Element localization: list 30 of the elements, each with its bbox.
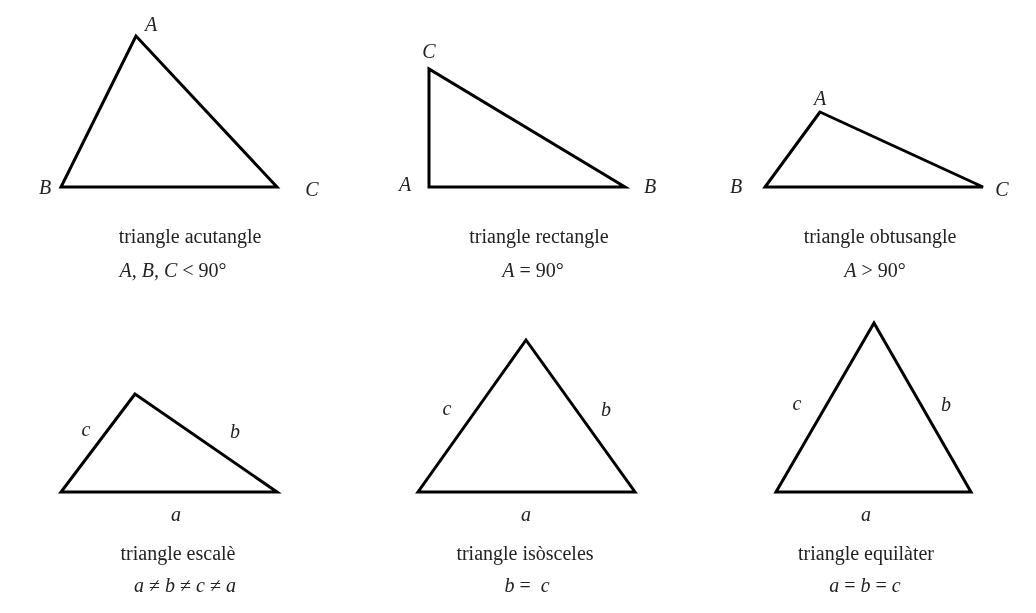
side-label: a bbox=[171, 503, 181, 525]
triangle-name: triangle escalè bbox=[120, 542, 236, 564]
side-label: c bbox=[81, 418, 91, 440]
vertex-label: C bbox=[422, 40, 436, 62]
angle-condition: A > 90° bbox=[844, 259, 906, 281]
triangle-name: triangle obtusangle bbox=[803, 225, 957, 247]
triangle-name: triangle acutangle bbox=[118, 225, 262, 247]
side-label: b bbox=[230, 420, 240, 442]
side-label: c bbox=[792, 392, 802, 414]
vertex-label: A bbox=[813, 87, 827, 109]
side-condition: a = b = c bbox=[829, 574, 901, 596]
side-condition: a ≠ b ≠ c ≠ a bbox=[134, 574, 236, 596]
triangle-name: triangle rectangle bbox=[469, 225, 609, 247]
vertex-label: B bbox=[643, 175, 657, 197]
angle-condition: A = 90° bbox=[502, 259, 564, 281]
side-label: b bbox=[941, 393, 951, 415]
side-label: a bbox=[861, 503, 871, 525]
vertex-label: C bbox=[995, 178, 1009, 200]
side-label: a bbox=[521, 503, 531, 525]
triangle-name: triangle isòsceles bbox=[456, 542, 594, 564]
vertex-label: B bbox=[38, 176, 52, 198]
vertex-label: A bbox=[144, 13, 158, 35]
triangle-name: triangle equilàter bbox=[798, 542, 934, 564]
vertex-label: B bbox=[729, 175, 743, 197]
side-label: b bbox=[601, 398, 611, 420]
side-condition: b = c bbox=[504, 574, 550, 596]
side-label: c bbox=[442, 397, 452, 419]
vertex-label: A bbox=[398, 173, 412, 195]
vertex-label: C bbox=[305, 178, 319, 200]
angle-condition: A, B, C < 90° bbox=[119, 259, 227, 281]
